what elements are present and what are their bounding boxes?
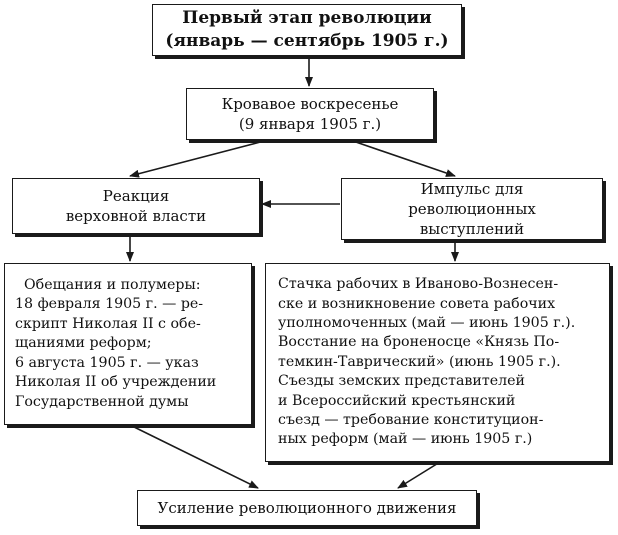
events-line-3: уполномоченных (май — июнь 1905 г.). [278,314,576,331]
impulse-box: Импульс для революционных выступлений [341,178,603,240]
movement-growth-label: Усиление революционного движения [157,499,457,517]
bloody-sunday-box: Кровавое воскресенье (9 января 1905 г.) [186,88,434,140]
first-stage-dates: (январь — сентябрь 1905 г.) [165,31,449,51]
impulse-line-3: выступлений [419,220,525,238]
impulse-line-2: революционных [408,200,536,218]
reaction-line-1: Реакция [102,187,170,205]
arrow-events-to-bottom [397,461,441,489]
promises-line-5: 6 августа 1905 г. — указ [15,354,199,371]
arrow-bloody-sunday-to-impulse [349,139,456,177]
bloody-sunday-date: (9 января 1905 г.) [238,115,382,133]
first-stage-title: Первый этап революции [182,8,432,28]
promises-line-2: 18 февраля 1905 г. — ре- [15,296,204,313]
events-line-7: и Всероссийский крестьянский [278,392,516,409]
events-line-4: Восстание на броненосце «Князь По- [278,334,560,351]
first-stage-box: Первый этап революции (январь — сентябрь… [152,4,462,56]
promises-line-3: скрипт Николая II с обе- [15,315,201,332]
events-line-9: ных реформ (май — июнь 1905 г.) [278,431,533,448]
events-line-1: Стачка рабочих в Иваново-Вознесен- [278,276,559,293]
promises-box: Обещания и полумеры: 18 февраля 1905 г. … [4,263,252,425]
reaction-box: Реакция верховной власти [12,178,260,234]
arrow-bloody-sunday-to-reaction [129,139,269,178]
impulse-line-1: Импульс для [420,180,524,198]
promises-line-7: Государственной думы [15,393,189,410]
events-line-5: темкин-Таврический» (июнь 1905 г.). [278,353,561,370]
events-line-2: ске и возникновение совета рабочих [278,295,556,312]
bloody-sunday-title: Кровавое воскресенье [221,95,399,113]
promises-line-6: Николая II об учреждении [15,374,217,391]
promises-line-1: Обещания и полумеры: [15,277,201,294]
reaction-line-2: верховной власти [65,207,207,225]
events-box: Стачка рабочих в Иваново-Вознесен- ске и… [265,263,610,462]
events-line-8: съезд — требование конституцион- [278,412,544,429]
movement-growth-box: Усиление революционного движения [137,490,477,526]
events-line-6: Съезды земских представителей [278,373,525,390]
arrow-promises-to-bottom [129,424,259,489]
promises-line-4: щаниями реформ; [15,335,152,352]
